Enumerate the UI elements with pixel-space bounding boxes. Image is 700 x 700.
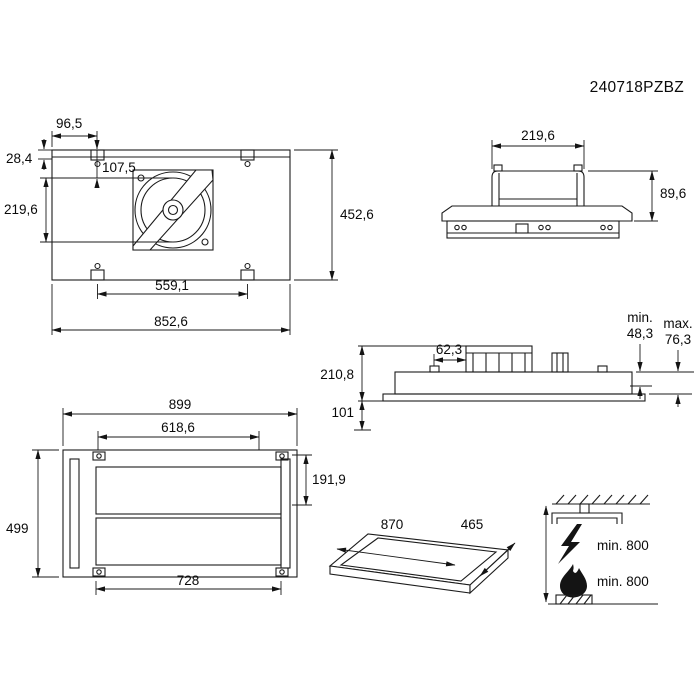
document-code: 240718PZBZ — [590, 79, 684, 96]
dim-min-value: 48,3 — [627, 326, 653, 341]
duct-side-view: 219,6 89,6 — [441, 128, 686, 239]
gas-clearance-label: min. 800 — [597, 574, 649, 589]
mounting-bracket — [90, 149, 105, 161]
mounting-bracket — [240, 269, 255, 281]
dim-outer-depth-label: 499 — [6, 521, 29, 536]
dim-max-label: max. — [663, 316, 692, 331]
dim-duct-height-label: 89,6 — [660, 186, 686, 201]
panel-upper — [95, 466, 282, 515]
dim-duct-diameter-label: 219,6 — [4, 202, 38, 217]
dim-offset-label: 62,3 — [436, 342, 462, 357]
hob-symbol — [555, 594, 593, 605]
gas-flame-icon — [560, 564, 587, 598]
top-view-drawing: 96,5 28,4 107,5 219,6 452,6 559,1 852,6 — [4, 116, 374, 335]
ceiling-cutout-view: 899 618,6 191,9 499 728 — [6, 397, 346, 595]
dim-bracket-offset-x-label: 96,5 — [56, 116, 82, 131]
electric-clearance-label: min. 800 — [597, 538, 649, 553]
mounting-bracket — [240, 149, 255, 161]
hood-profile — [551, 512, 623, 524]
dim-inner-width-label: 618,6 — [161, 420, 195, 435]
dim-bracket-spacing-label: 559,1 — [155, 278, 189, 293]
dim-inner-bottom-width-label: 728 — [177, 573, 200, 588]
dim-bracket-offset-y-label: 28,4 — [6, 151, 33, 166]
dim-depth-label: 452,6 — [340, 207, 374, 222]
dim-panel-height-label: 191,9 — [312, 472, 346, 487]
dim-height-lower-label: 101 — [331, 405, 354, 420]
cutout-outline — [62, 449, 298, 578]
dim-height-upper-label: 210,8 — [320, 367, 354, 382]
installation-section-view: 62,3 210,8 101 min. 48,3 max. 76,3 — [320, 310, 694, 431]
dim-outer-width-label: 899 — [169, 397, 192, 412]
fan-assembly — [132, 169, 214, 251]
duct-box-outline — [491, 170, 585, 206]
dim-panel-length-label: 870 — [381, 517, 404, 532]
electric-bolt-icon — [558, 524, 582, 564]
dim-fan-hole-offset-label: 107,5 — [102, 160, 136, 175]
panel-lower — [95, 517, 282, 566]
mounting-bracket — [90, 269, 105, 281]
dim-duct-width-label: 219,6 — [521, 128, 555, 143]
dim-panel-depth-label: 465 — [461, 517, 484, 532]
ceiling-frame-outline — [382, 393, 646, 402]
dim-width-label: 852,6 — [154, 314, 188, 329]
dim-min-label: min. — [627, 310, 653, 325]
dim-max-value: 76,3 — [665, 332, 691, 347]
hood-base-outline — [441, 205, 633, 222]
clearance-diagram: min. 800 min. 800 — [543, 494, 658, 605]
hood-body-outline — [51, 149, 291, 281]
recessed-body-outline — [394, 371, 633, 395]
panel-perspective-view: 870 465 — [328, 517, 516, 595]
